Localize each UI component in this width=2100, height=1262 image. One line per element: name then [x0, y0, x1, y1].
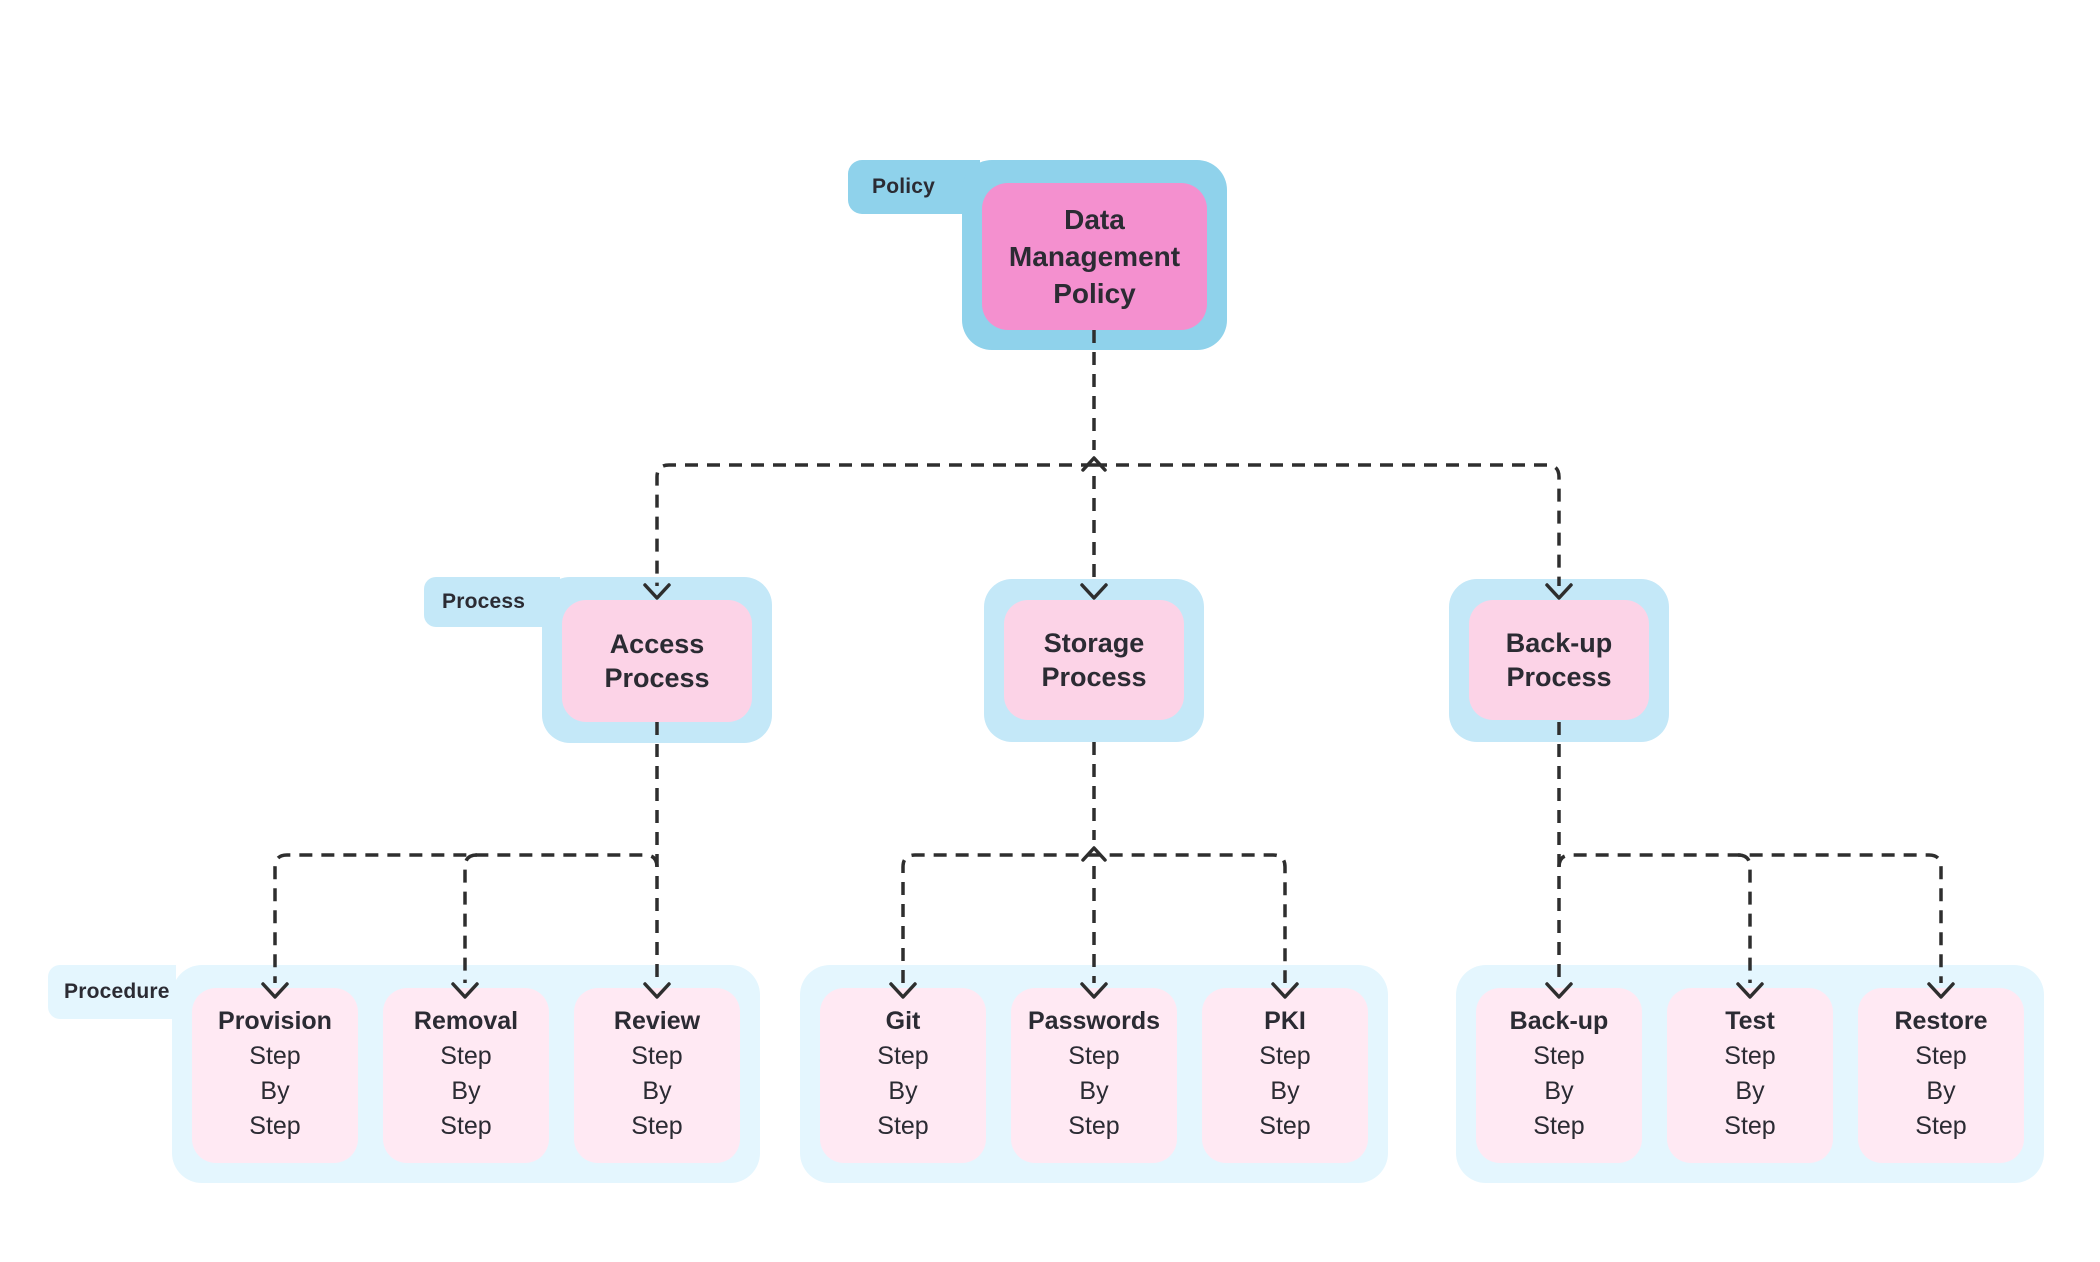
node-title: Restore [1894, 1007, 1988, 1035]
procedure-tag-label: Procedure [64, 980, 170, 1003]
node-steps: Step By Step [249, 1042, 301, 1140]
node-steps: Step By Step [877, 1042, 929, 1140]
node-title: Removal [413, 1007, 519, 1035]
connector-to-restore [1557, 853, 1943, 983]
policy-tag-tab: Policy [848, 160, 980, 214]
process-node-backup: Back-up Process [1469, 600, 1649, 720]
policy-tag-label: Policy [872, 175, 936, 198]
procedure-node-pki: PKI Step By Step [1202, 988, 1368, 1163]
node-title: Provision [218, 1007, 332, 1035]
node-title: PKI [1264, 1007, 1306, 1035]
node-steps: Step By Step [1724, 1042, 1776, 1140]
node-title: Git [885, 1007, 921, 1035]
node-steps: Step By Step [1915, 1042, 1967, 1140]
node-steps: Step By Step [440, 1042, 492, 1140]
process-node-storage: Storage Process [1004, 600, 1184, 720]
node-steps: Step By Step [1259, 1042, 1311, 1140]
connector-git-pki [901, 853, 1287, 983]
process-tag-tab: Process [424, 577, 560, 627]
connector-to-backup-process [1094, 463, 1561, 586]
merge-up-chevron [1081, 456, 1107, 472]
procedure-node-git: Git Step By Step [820, 988, 986, 1163]
process-node-title: Storage Process [1041, 628, 1147, 692]
process-tag-label: Process [442, 590, 526, 613]
node-steps: Step By Step [1533, 1042, 1585, 1140]
process-node-title: Back-up Process [1505, 628, 1613, 692]
connector-to-test [1737, 853, 1752, 983]
merge-up-chevron-storage [1081, 846, 1107, 862]
node-steps: Step By Step [631, 1042, 683, 1140]
procedure-node-restore: Restore Step By Step [1858, 988, 2024, 1163]
connector-to-removal [463, 853, 478, 983]
connector-to-access-process [655, 463, 1094, 586]
procedure-node-passwords: Passwords Step By Step [1011, 988, 1177, 1163]
node-title: Back-up [1509, 1007, 1609, 1035]
procedure-node-review: Review Step By Step [574, 988, 740, 1163]
procedure-node-removal: Removal Step By Step [383, 988, 549, 1163]
node-title: Passwords [1027, 1007, 1160, 1035]
connector-to-provision [273, 853, 659, 983]
process-node-title: Access Process [604, 629, 710, 693]
policy-node: Data Management Policy [982, 183, 1207, 330]
procedure-node-provision: Provision Step By Step [192, 988, 358, 1163]
node-title: Review [613, 1007, 701, 1035]
node-title: Test [1725, 1007, 1775, 1035]
procedure-node-test: Test Step By Step [1667, 988, 1833, 1163]
procedure-tag-tab: Procedure [48, 965, 176, 1019]
procedure-node-backup: Back-up Step By Step [1476, 988, 1642, 1163]
node-steps: Step By Step [1068, 1042, 1120, 1140]
policy-node-title: Data Management Policy [1008, 204, 1181, 309]
process-node-access: Access Process [562, 600, 752, 722]
